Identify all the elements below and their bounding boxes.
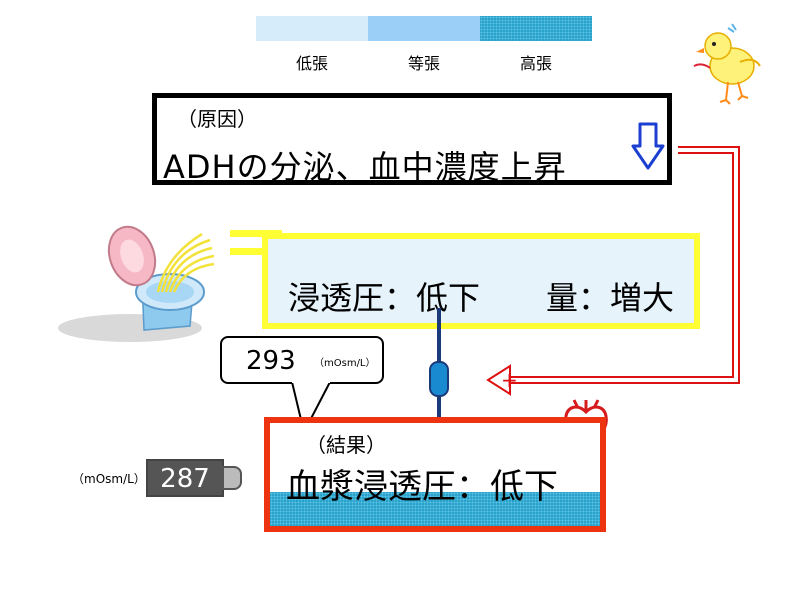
down-arrow-icon (631, 122, 665, 170)
callout-unit: （mOsm/L） (314, 358, 376, 369)
legend-swatch-hypertonic (480, 16, 592, 41)
legend-swatch-hypotonic (256, 16, 368, 41)
tonicity-legend-bar (256, 16, 592, 41)
callout-value: 293 (246, 346, 296, 376)
legend-label-hypotonic: 低張 (295, 54, 328, 73)
chick-icon (693, 23, 761, 105)
urine-box: 浸透圧：低下 量：増大 (262, 233, 700, 329)
feedback-sign: + (501, 368, 518, 392)
result-fill (270, 492, 600, 526)
cause-tag: （原因） (177, 107, 257, 131)
urine-flow-lines (230, 230, 282, 255)
cause-text: ADHの分泌、血中濃度上昇 (163, 148, 567, 186)
urine-osmolality-text: 浸透圧：低下 (288, 279, 481, 317)
feedback-connector: + (486, 146, 740, 396)
osmolality-callout: 293 （mOsm/L） (220, 336, 384, 384)
gauge-value: 287 (160, 464, 210, 494)
cause-box: （原因） ADHの分泌、血中濃度上昇 (152, 93, 672, 186)
legend-label-isotonic: 等張 (407, 54, 440, 73)
result-box: （結果） 血漿浸透圧：低下 (264, 417, 606, 532)
gauge-cap (222, 466, 242, 490)
result-text: 血漿浸透圧：低下 (286, 467, 558, 507)
urine-volume-text: 量：増大 (546, 279, 675, 317)
osmolality-gauge: 287 (146, 459, 224, 497)
gauge-unit: （mOsm/L） (72, 472, 146, 486)
legend-swatch-isotonic (368, 16, 480, 41)
result-tag: （結果） (306, 433, 386, 457)
toilet-icon (58, 225, 215, 342)
legend-label-hypertonic: 高張 (519, 54, 552, 73)
